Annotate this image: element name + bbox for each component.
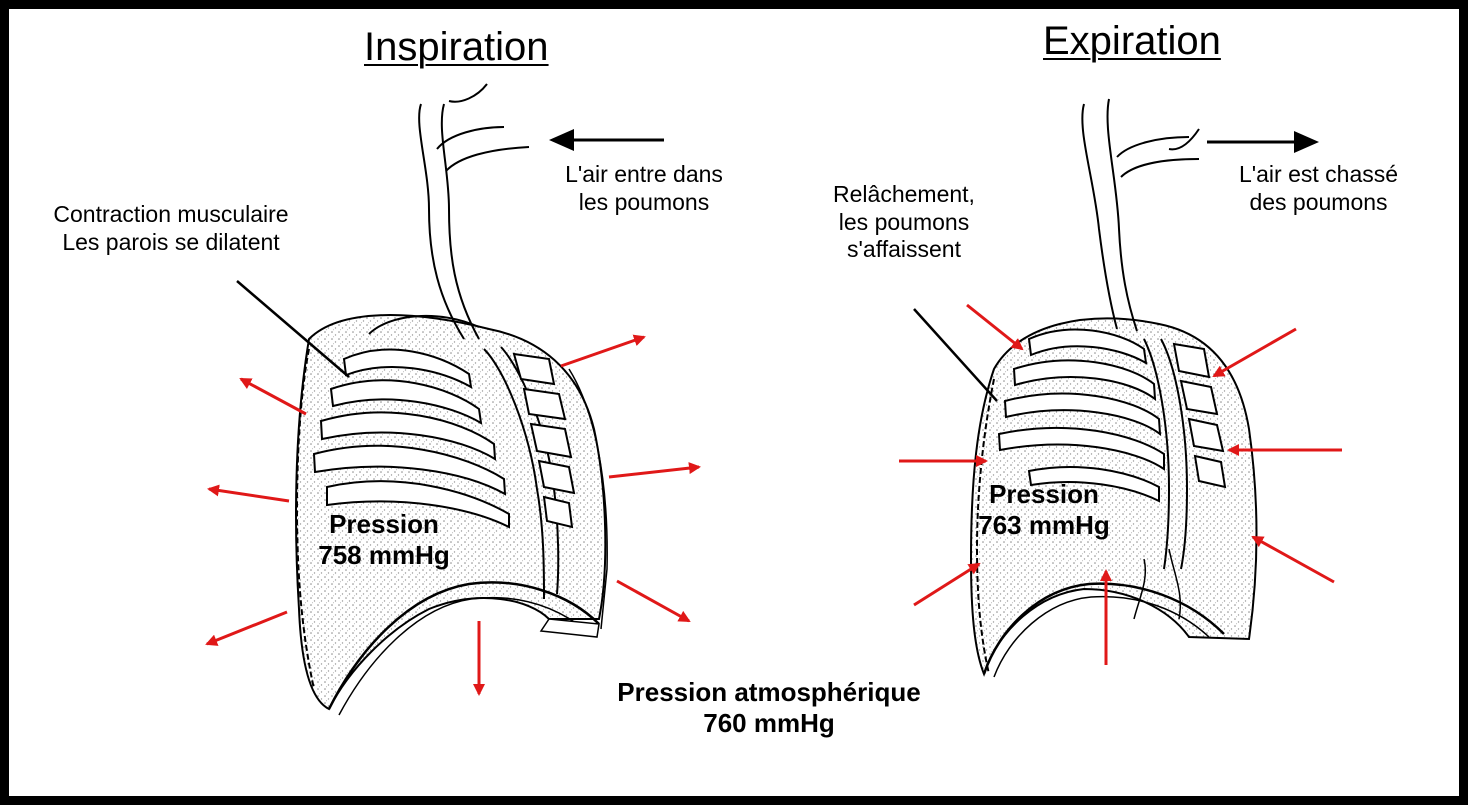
red-inward-arrow-icon: [1253, 537, 1334, 582]
inspiration-muscle-line2: Les parois se dilatent: [21, 229, 321, 257]
expiration-air-caption: L'air est chassé des poumons: [1201, 161, 1436, 216]
inspiration-muscle-caption: Contraction musculaire Les parois se dil…: [21, 201, 321, 256]
expiration-relax-line1: Relâchement,: [809, 181, 999, 209]
red-inward-arrow-icon: [967, 305, 1022, 349]
red-outward-arrow-icon: [609, 467, 699, 477]
expiration-air-line2: des poumons: [1201, 189, 1436, 217]
inspiration-title: Inspiration: [364, 23, 549, 71]
red-outward-arrow-icon: [207, 612, 287, 644]
arrow-left-icon: [549, 129, 664, 151]
expiration-relax-line3: s'affaissent: [809, 236, 999, 264]
inspiration-pressure-label: Pression: [294, 509, 474, 540]
expiration-relax-line2: les poumons: [809, 209, 999, 237]
expiration-air-line1: L'air est chassé: [1201, 161, 1436, 189]
inspiration-air-line1: L'air entre dans: [539, 161, 749, 189]
arrow-right-icon: [1207, 131, 1319, 153]
red-inward-arrow-icon: [1214, 329, 1296, 376]
red-outward-arrow-icon: [617, 581, 689, 621]
diagram-frame: Inspiration Expiration L'air entre dans …: [9, 9, 1459, 796]
red-outward-arrow-icon: [561, 337, 644, 366]
inspiration-pressure: Pression 758 mmHg: [294, 509, 474, 571]
expiration-leader-line: [914, 309, 997, 401]
inspiration-pressure-value: 758 mmHg: [294, 540, 474, 571]
inspiration-air-caption: L'air entre dans les poumons: [539, 161, 749, 216]
expiration-relax-caption: Relâchement, les poumons s'affaissent: [809, 181, 999, 264]
red-inward-arrow-icon: [914, 564, 979, 605]
expiration-pressure-label: Pression: [964, 479, 1124, 510]
inspiration-air-line2: les poumons: [539, 189, 749, 217]
red-outward-arrow-icon: [241, 379, 306, 414]
red-outward-arrow-icon: [209, 489, 289, 501]
atmospheric-pressure-value: 760 mmHg: [569, 708, 969, 739]
atmospheric-pressure-label: Pression atmosphérique: [569, 677, 969, 708]
inspiration-muscle-line1: Contraction musculaire: [21, 201, 321, 229]
expiration-title: Expiration: [1043, 17, 1221, 65]
expiration-pressure: Pression 763 mmHg: [964, 479, 1124, 541]
expiration-pressure-value: 763 mmHg: [964, 510, 1124, 541]
atmospheric-pressure: Pression atmosphérique 760 mmHg: [569, 677, 969, 739]
